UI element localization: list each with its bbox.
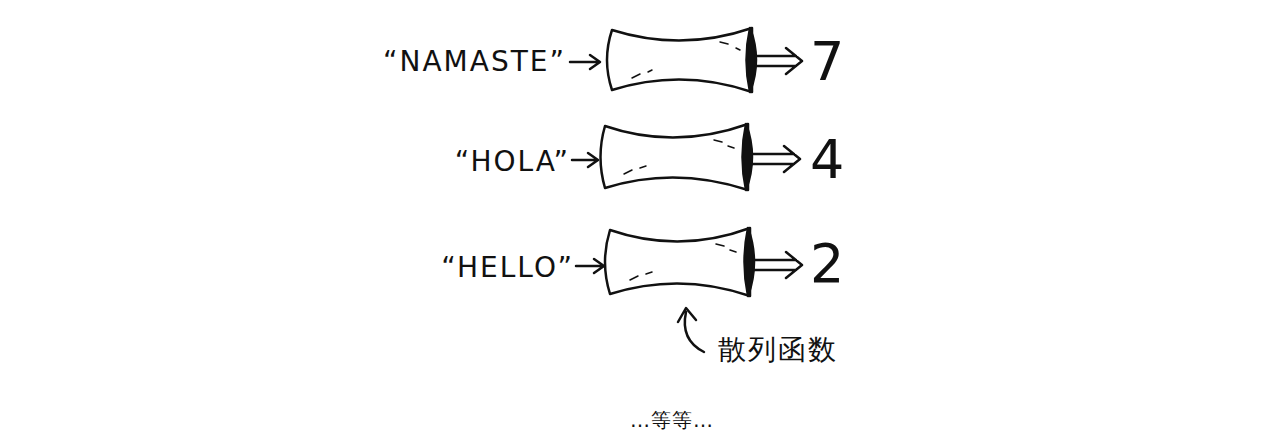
output-arrow	[754, 252, 802, 278]
output-arrow	[752, 146, 800, 172]
output-arrow	[756, 48, 802, 74]
hash-bowtie	[607, 28, 756, 92]
input-arrow	[576, 259, 604, 273]
input-string: “HOLA”	[455, 147, 570, 178]
input-arrow	[572, 153, 598, 167]
hash-value: 2	[810, 234, 844, 293]
callout-label: 散列函数	[718, 335, 838, 366]
input-string: “NAMASTE”	[383, 47, 566, 78]
caption-text: …等等…	[630, 409, 714, 431]
input-string: “HELLO”	[441, 253, 574, 284]
leader-arrow	[678, 308, 704, 352]
hash-bowtie	[601, 124, 753, 190]
hash-value: 4	[810, 130, 844, 189]
input-arrow	[570, 55, 600, 69]
hash-bowtie	[605, 228, 754, 296]
hash-value: 7	[810, 32, 844, 91]
